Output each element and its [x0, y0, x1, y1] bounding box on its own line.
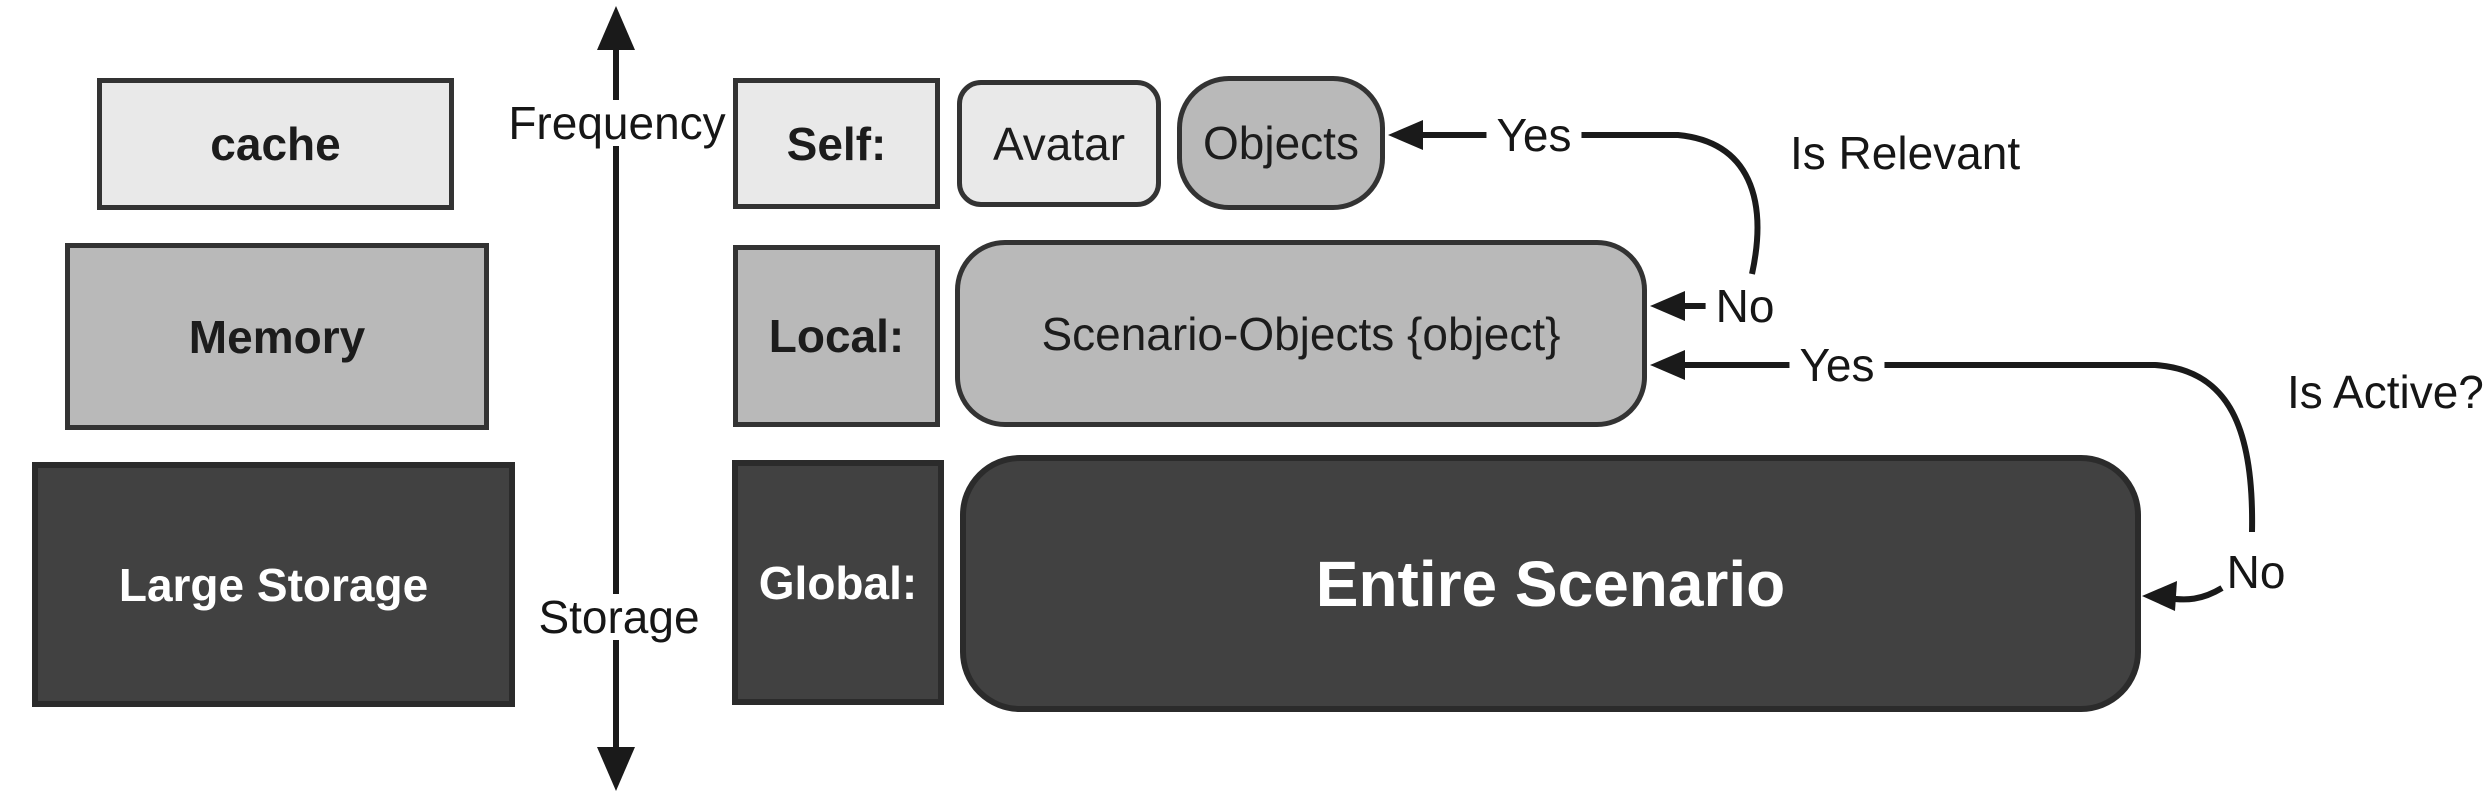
is-active-question-label: Is Active?	[2287, 366, 2484, 418]
is-relevant-question-label: Is Relevant	[1790, 127, 2021, 179]
entire-scenario-label: Entire Scenario	[1315, 547, 1786, 620]
memory-box: Memory	[65, 243, 489, 430]
objects-label: Objects	[1203, 117, 1359, 169]
axis-down-arrowhead	[597, 747, 635, 791]
is-active-no-arrowhead	[2142, 581, 2177, 611]
is-active-yes-arrowhead	[1650, 350, 1685, 380]
is-relevant-no-label: No	[1705, 283, 1785, 329]
frequency-axis-label: Frequency	[498, 100, 736, 146]
is-active-no-connector	[2167, 585, 2224, 603]
cache-box: cache	[97, 78, 454, 210]
avatar-label: Avatar	[992, 117, 1126, 170]
self-label: Self:	[786, 117, 887, 170]
local-label: Local:	[768, 310, 905, 362]
scenario-objects-label: Scenario-Objects {object}	[1041, 307, 1561, 360]
self-row-header-box: Self:	[733, 78, 940, 209]
objects-box: Objects	[1177, 76, 1385, 210]
storage-axis-label: Storage	[528, 594, 710, 640]
large-storage-label: Large Storage	[118, 558, 429, 611]
cache-label: cache	[210, 118, 341, 170]
is-active-no-label: No	[2226, 546, 2286, 598]
global-label: Global:	[758, 556, 918, 609]
global-row-header-box: Global:	[732, 460, 944, 705]
avatar-box: Avatar	[957, 80, 1161, 207]
axis-up-arrowhead	[597, 6, 635, 50]
large-storage-box: Large Storage	[32, 462, 515, 707]
local-row-header-box: Local:	[733, 245, 940, 427]
scenario-objects-box: Scenario-Objects {object}	[955, 240, 1647, 427]
entire-scenario-box: Entire Scenario	[960, 455, 2141, 712]
memory-label: Memory	[188, 310, 366, 363]
is-relevant-yes-label: Yes	[1486, 112, 1582, 158]
is-active-yes-label: Yes	[1789, 342, 1885, 388]
is-relevant-no-arrowhead	[1650, 291, 1685, 321]
is-relevant-yes-arrowhead	[1388, 120, 1423, 150]
